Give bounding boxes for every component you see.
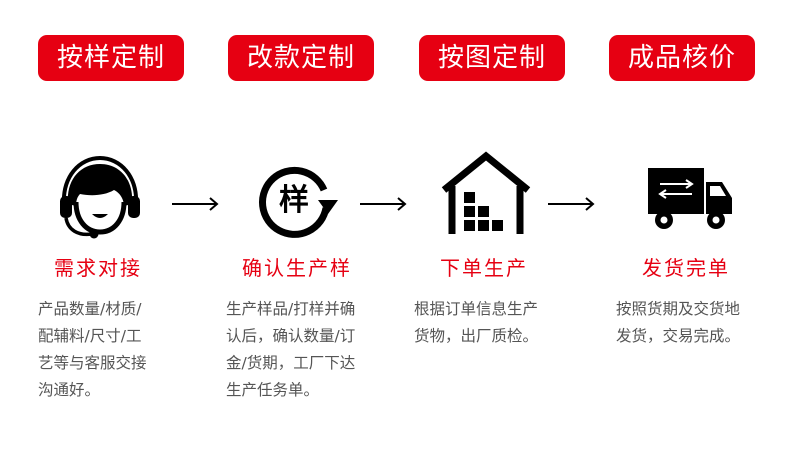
arrow-right-icon	[548, 196, 596, 212]
arrow-right-icon	[360, 196, 408, 212]
warehouse-icon	[438, 150, 534, 246]
sample-character: 样	[279, 183, 309, 218]
step-title-requirements: 需求对接	[54, 256, 142, 280]
desc-line: 生产样品/打样并确	[226, 300, 356, 318]
desc-line: 发货，交易完成。	[616, 327, 741, 345]
pill-finished-pricing[interactable]: 成品核价	[609, 35, 755, 81]
step-title-confirm-sample: 确认生产样	[242, 256, 352, 280]
desc-line: 艺等与客服交接	[38, 354, 147, 372]
sample-cycle-icon: 样	[248, 150, 344, 246]
desc-line: 货物，出厂质检。	[414, 327, 539, 345]
step-title-delivery: 发货完单	[642, 256, 730, 280]
desc-line: 认后，确认数量/订	[226, 327, 356, 345]
headset-agent-icon	[52, 150, 148, 246]
desc-line: 配辅料/尺寸/工	[38, 327, 142, 345]
step-desc-production: 根据订单信息生产 货物，出厂质检。	[414, 296, 538, 350]
pill-sample-customization[interactable]: 按样定制	[38, 35, 184, 81]
desc-line: 产品数量/材质/	[38, 300, 142, 318]
arrow-right-icon	[172, 196, 220, 212]
desc-line: 金/货期，工厂下达	[226, 354, 356, 372]
pill-style-modification[interactable]: 改款定制	[228, 35, 374, 81]
step-title-production: 下单生产	[440, 256, 528, 280]
desc-line: 根据订单信息生产	[414, 300, 539, 318]
desc-line: 按照货期及交货地	[616, 300, 741, 318]
desc-line: 沟通好。	[38, 381, 101, 399]
pill-drawing-customization[interactable]: 按图定制	[419, 35, 565, 81]
delivery-truck-icon	[640, 150, 736, 246]
step-desc-confirm-sample: 生产样品/打样并确 认后，确认数量/订 金/货期，工厂下达 生产任务单。	[226, 296, 355, 404]
desc-line: 生产任务单。	[226, 381, 320, 399]
step-desc-requirements: 产品数量/材质/ 配辅料/尺寸/工 艺等与客服交接 沟通好。	[38, 296, 147, 404]
step-desc-delivery: 按照货期及交货地 发货，交易完成。	[616, 296, 740, 350]
